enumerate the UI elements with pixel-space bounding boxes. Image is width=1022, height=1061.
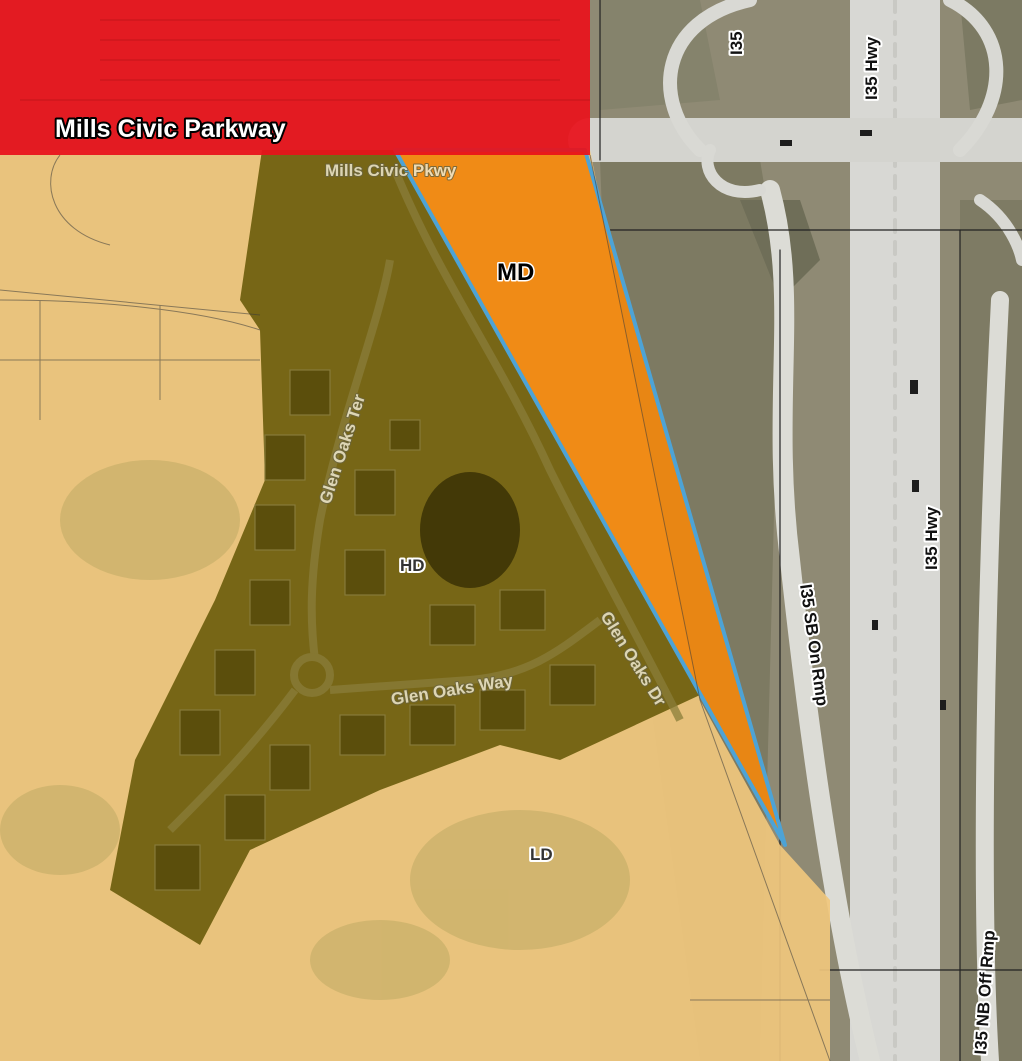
vehicles [780, 130, 946, 710]
cloverleaf-ne [943, 0, 1004, 157]
street-mills-civic-pkwy: Mills Civic Pkwy [325, 161, 457, 180]
zone-high-density[interactable] [110, 150, 700, 945]
hwy-i35-top: I35 [727, 31, 746, 55]
cloverleaf-nw [663, 0, 757, 157]
label-ld: LD [530, 845, 553, 864]
pond [420, 472, 520, 588]
hwy-i35-hwy-north: I35 Hwy [862, 36, 881, 100]
hd-buildings [154, 369, 596, 891]
label-mills-civic-parkway: Mills Civic Parkway [55, 115, 286, 143]
nb-off-ramp-road [975, 291, 1009, 1061]
parcel-lines [0, 154, 831, 1061]
label-hd: HD [400, 556, 425, 575]
hwy-i35-hwy-south: I35 Hwy [922, 506, 941, 570]
label-md: MD [497, 259, 534, 286]
hd-streets [167, 168, 684, 833]
commercial-parking-texture [20, 19, 590, 101]
zone-commercial[interactable] [0, 0, 590, 155]
golf-course-texture [0, 460, 630, 1000]
sb-on-ramp-road [760, 180, 880, 1061]
